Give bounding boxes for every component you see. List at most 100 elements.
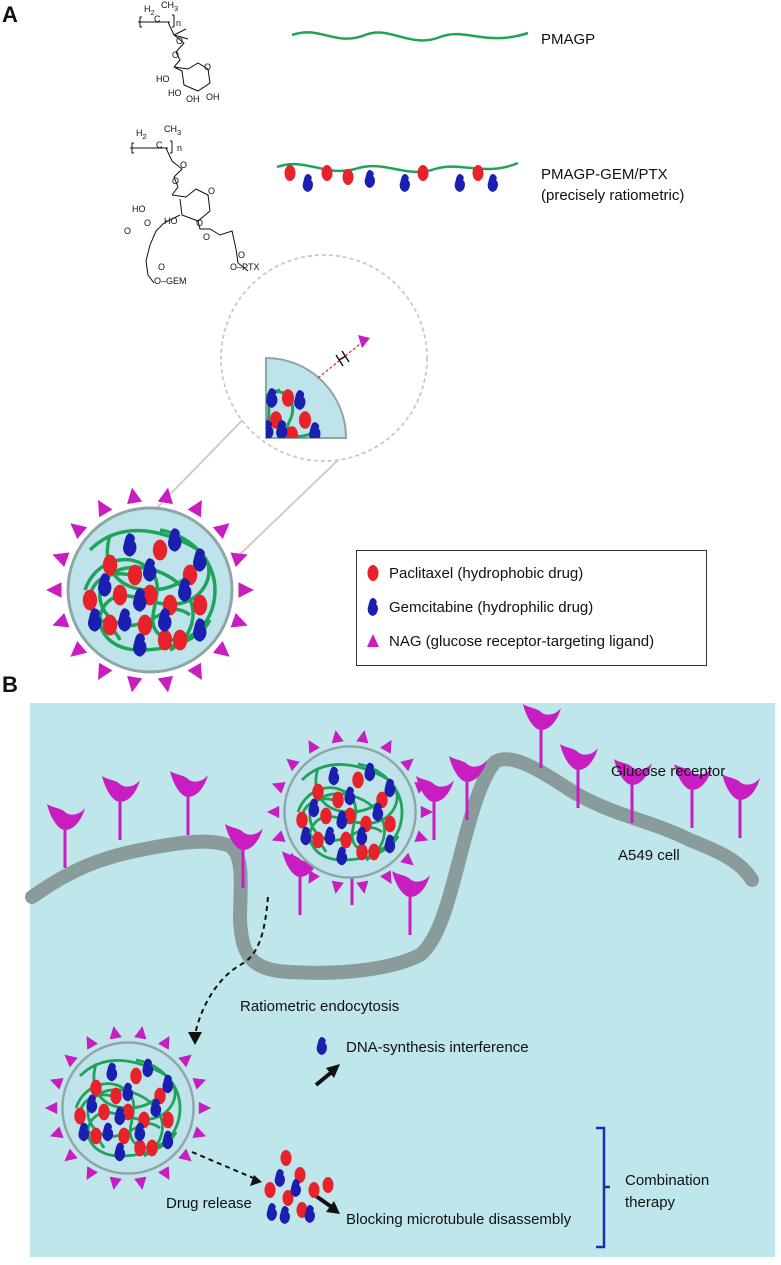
pmagp-chemical-structure xyxy=(138,14,211,92)
paclitaxel-mark xyxy=(322,1177,334,1193)
gemcitabine-mark xyxy=(356,826,368,846)
paclitaxel-mark xyxy=(296,1202,308,1218)
glucose-receptor-cup xyxy=(523,704,561,730)
gemcitabine-mark xyxy=(178,578,192,602)
chem2-o-carbonyl-label: O xyxy=(180,160,188,170)
gemcitabine-mark xyxy=(106,1062,118,1082)
nanoparticle-internalized xyxy=(44,1026,212,1190)
paclitaxel-mark xyxy=(344,807,356,825)
pmagp-label: PMAGP xyxy=(541,31,596,48)
chem2-o-ring-label: O xyxy=(208,186,216,196)
legend-row-nag: NAG (glucose receptor-targeting ligand) xyxy=(367,631,654,651)
gemcitabine-mark xyxy=(384,778,396,798)
legend-row-gemcitabine: Gemcitabine (hydrophilic drug) xyxy=(367,597,593,617)
paclitaxel-mark xyxy=(352,771,364,789)
glucose-receptor-cup xyxy=(102,776,140,802)
conjugate-chain xyxy=(276,161,519,192)
paclitaxel-mark xyxy=(98,1103,110,1121)
nag-ligand-mark xyxy=(286,758,300,772)
nag-ligand-mark xyxy=(178,1148,192,1162)
paclitaxel-mark xyxy=(192,594,208,616)
gemcitabine-mark xyxy=(143,558,157,582)
paclitaxel-mark xyxy=(281,389,295,407)
nag-ligand-mark xyxy=(49,1077,64,1090)
gemcitabine-mark xyxy=(150,1098,162,1118)
gemcitabine-icon xyxy=(367,598,378,616)
gemcitabine-mark xyxy=(193,618,207,642)
nag-ligand-mark xyxy=(286,852,300,866)
a549-cell-label: A549 cell xyxy=(618,847,680,864)
nag-ligand-mark xyxy=(271,830,286,843)
glucose-receptor-cup xyxy=(674,764,712,790)
chem2-o-ptx-label: O–PTX xyxy=(230,262,260,272)
paclitaxel-mark xyxy=(312,783,324,801)
glucose-receptor-cup xyxy=(722,774,760,800)
paclitaxel-mark xyxy=(472,165,484,181)
nag-ligand-mark xyxy=(187,500,202,518)
glucose-receptor-cup xyxy=(47,804,85,830)
nag-ligand-mark xyxy=(70,523,88,540)
gemcitabine-mark xyxy=(266,420,274,438)
pmagp-chain xyxy=(291,31,529,42)
legend-row-paclitaxel: Paclitaxel (hydrophobic drug) xyxy=(367,563,583,583)
chem2-o-ptx-carbonyl-label: O xyxy=(203,232,211,242)
chem2-o-gem-label: O–GEM xyxy=(154,276,187,286)
gemcitabine-mark xyxy=(324,826,336,846)
combination-therapy-line1: Combination xyxy=(625,1172,710,1189)
gemcitabine-mark xyxy=(290,1179,301,1197)
glucose-receptor-cup xyxy=(225,824,263,850)
gemcitabine-mark xyxy=(133,588,147,612)
chem1-h2-label: H2 xyxy=(144,4,155,17)
nag-ligand-mark xyxy=(157,487,173,505)
paclitaxel-mark xyxy=(356,843,368,861)
nag-triangle-icon xyxy=(367,634,379,647)
gemcitabine-mark xyxy=(266,1203,277,1221)
chem1-oh-label: OH xyxy=(186,94,200,104)
gemcitabine-mark xyxy=(142,1058,154,1078)
nag-ligand-mark xyxy=(380,740,392,754)
paclitaxel-mark xyxy=(112,584,128,606)
gemcitabine-mark xyxy=(98,573,112,597)
nag-ligand-mark xyxy=(230,552,248,567)
chem1-ho2-label: HO xyxy=(168,88,182,98)
paclitaxel-mark xyxy=(321,165,333,181)
nag-ligand-mark xyxy=(70,640,88,657)
nag-ligand-mark xyxy=(49,1126,64,1139)
chem2-ho2-label: HO xyxy=(164,216,178,226)
nag-ligand-mark xyxy=(308,870,320,884)
nag-ligand-mark xyxy=(98,662,113,680)
legend-label-nag: NAG (glucose receptor-targeting ligand) xyxy=(389,632,655,650)
nag-ligand-mark xyxy=(52,552,70,567)
paclitaxel-mark xyxy=(122,1103,134,1121)
chem2-o-ester-label: O xyxy=(172,176,180,186)
paclitaxel-mark xyxy=(308,1182,320,1198)
panel-a-label: A xyxy=(2,2,18,27)
paclitaxel-mark xyxy=(146,1139,158,1157)
nag-ligand-mark xyxy=(86,1166,98,1180)
nag-ligand-mark xyxy=(192,1126,207,1139)
gemcitabine-mark xyxy=(133,633,147,657)
nag-ligand-mark xyxy=(178,1054,192,1068)
glucose-receptor-cup xyxy=(416,776,454,802)
nag-ligand-mark xyxy=(400,852,414,866)
paclitaxel-mark xyxy=(90,1127,102,1145)
nag-ligand-mark xyxy=(109,1176,122,1190)
nag-ligand-mark xyxy=(109,1026,122,1040)
gemcitabine-mark xyxy=(123,533,137,557)
gemcitabine-mark xyxy=(300,826,312,846)
gemcitabine-mark xyxy=(454,174,465,192)
nag-ligand-mark xyxy=(356,730,369,744)
combination-therapy-line2: therapy xyxy=(625,1194,676,1211)
paclitaxel-mark xyxy=(102,614,118,636)
gemcitabine-mark xyxy=(372,802,384,822)
gemcitabine-mark xyxy=(102,1122,114,1142)
gemcitabine-mark xyxy=(487,174,498,192)
chem1-ch3-label: CH3 xyxy=(161,0,179,13)
gemcitabine-mark xyxy=(162,1074,174,1094)
paclitaxel-mark xyxy=(110,1087,122,1105)
chem2-o-gem-carbonyl-label: O xyxy=(124,226,132,236)
chem2-o-gem-ester-label: O xyxy=(158,262,166,272)
dna-interference-label: DNA-synthesis interference xyxy=(346,1039,529,1056)
nag-ligand-mark xyxy=(46,582,62,598)
paclitaxel-mark xyxy=(130,1067,142,1085)
